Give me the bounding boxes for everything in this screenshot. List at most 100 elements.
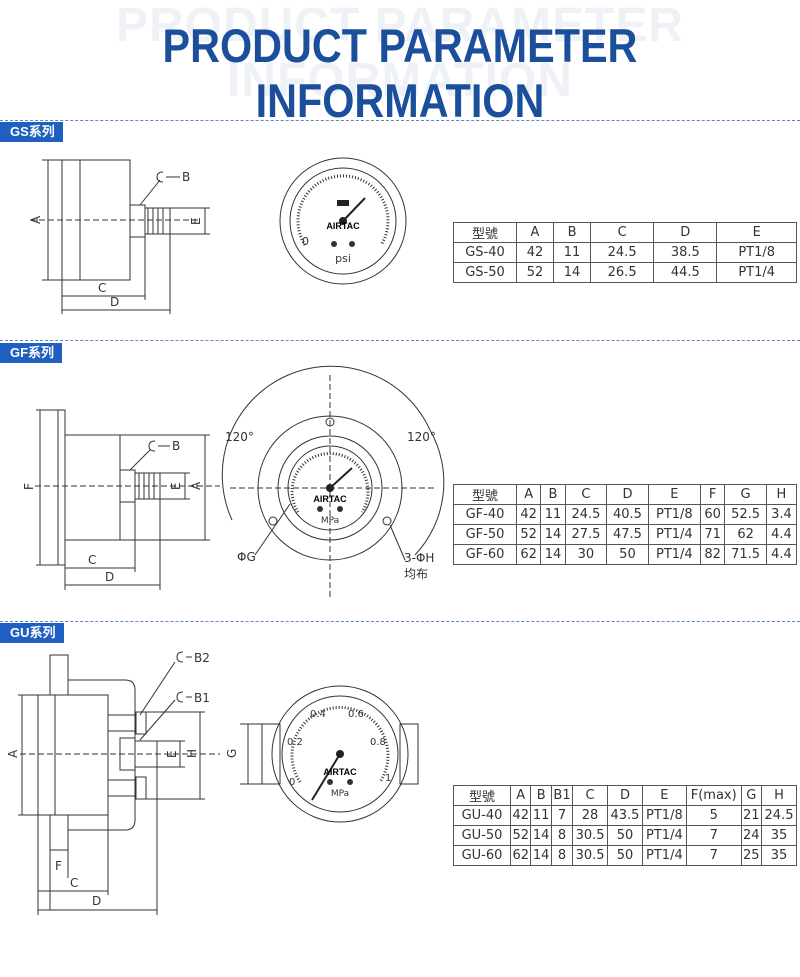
gu-side-view [18,651,220,915]
table-cell: PT1/8 [641,805,687,826]
gu-dim-c-label: C [70,876,78,890]
gu-scale-label: 0.8 [370,737,386,748]
table-row: GS-40 42 11 24.5 38.5 PT1/8 [453,242,797,263]
gf-angle-right-label: 120° [407,430,436,444]
table-cell: 50 [607,845,643,866]
table-cell: 7 [685,825,742,846]
table-cell: 30.5 [572,845,609,866]
gf-dim-g-label: ΦG [237,550,256,564]
table-header-cell: B1 [550,785,574,806]
gf-dim-c-label: C [88,553,96,567]
gs-spec-table: 型號 A B C D E GS-40 42 11 24.5 38.5 PT1/8… [453,222,797,283]
gf-dim-b-label: B [172,439,180,453]
table-header-cell: C [572,785,609,806]
table-cell: 62 [515,544,542,565]
gf-series-tag: GF系列 [0,343,63,363]
table-cell: 71 [699,524,726,545]
table-header-cell: A [509,785,532,806]
gu-dim-b1-label: B1 [194,691,210,705]
table-cell: 14 [530,825,552,846]
gf-spec-table: 型號 A B C D E F G H GF-40 42 11 24.5 40.5… [453,484,798,565]
gf-dim-f-label: F [22,483,36,490]
gf-gauge-brand: AIRTAC [313,494,347,504]
gu-dim-d-label: D [92,894,101,908]
gf-dim-h-label: 3-ΦH [404,551,434,565]
gu-gauge-brand: AIRTAC [323,767,357,777]
table-cell: 14 [540,524,566,545]
gf-dim-e-label: E [169,482,183,490]
gs-dim-b-label: B [182,170,190,184]
gf-dim-a-label: A [189,481,203,490]
gs-dim-d-label: D [110,295,119,309]
table-cell: 35 [761,845,797,866]
gu-scale-label: 0 [289,777,295,788]
table-row: GF-60 62 14 30 50 PT1/4 82 71.5 4.4 [453,544,798,565]
gu-dim-e-label: E [165,750,179,758]
gu-series-tag: GU系列 [0,623,64,643]
gf-even-label: 均布 [404,567,428,581]
table-header-cell: F(max) [685,785,742,806]
gu-gauge-unit: MPa [331,789,349,799]
gu-dim-h-label: H [185,749,199,758]
table-cell: 42 [509,805,532,826]
table-cell: 44.5 [653,262,718,283]
gf-gauge-unit: MPa [321,516,339,526]
table-cell: 8 [550,825,574,846]
table-cell: 8 [550,845,574,866]
gu-dim-g-label: G [225,749,239,758]
table-cell: 43.5 [607,805,643,826]
gu-dim-a-label: A [6,749,20,758]
section-divider [0,340,800,341]
table-header-cell: H [761,785,797,806]
table-cell: 14 [553,262,592,283]
table-cell: 62 [509,845,532,866]
table-cell: 24.5 [761,805,797,826]
table-row: GS-50 52 14 26.5 44.5 PT1/4 [453,262,797,283]
gf-dim-d-label: D [105,570,114,584]
page-title: PRODUCT PARAMETER INFORMATION [162,19,638,127]
table-cell: PT1/4 [641,825,687,846]
table-cell: GU-50 [453,825,511,846]
table-cell: 25 [740,845,763,866]
gu-scale-label: 0.4 [310,709,326,720]
table-cell: 4.4 [765,544,798,565]
table-cell: 14 [540,544,566,565]
gs-dim-c-label: C [98,281,106,295]
table-cell: PT1/4 [716,262,797,283]
table-cell: 50 [607,825,643,846]
gf-gauge-face: AIRTAC MPa [221,365,445,600]
gs-gauge-unit: psi [335,252,351,265]
table-cell: 27.5 [564,524,608,545]
gu-scale-label: 0.2 [287,737,303,748]
table-header-cell: B [530,785,552,806]
table-cell: 7 [550,805,574,826]
table-cell: GU-40 [453,805,511,826]
gs-side-view [30,159,210,314]
gs-dim-a-label: A [29,215,43,224]
table-cell: 35 [761,825,797,846]
section-divider [0,621,800,622]
table-cell: 50 [606,544,649,565]
table-header-cell: G [740,785,763,806]
table-cell: 60 [699,504,726,525]
table-row: GU-50 52 14 8 30.5 50 PT1/4 7 24 35 [453,825,797,846]
table-cell: 30 [564,544,608,565]
table-cell: 24 [740,825,763,846]
gu-scale-label: 0.6 [348,709,364,720]
table-cell: 11 [553,242,592,263]
table-header-cell: E [641,785,687,806]
table-row: GU-60 62 14 8 30.5 50 PT1/4 7 25 35 [453,845,797,866]
section-divider [0,120,800,121]
gu-spec-table: 型號 A B B1 C D E F(max) G H GU-40 42 11 7… [453,785,797,866]
table-cell: PT1/8 [716,242,797,263]
table-header-cell: D [607,785,643,806]
table-cell: PT1/4 [641,845,687,866]
table-cell: 14 [530,845,552,866]
table-cell: 5 [685,805,742,826]
gs-gauge-face: 0 AIRTAC psi [279,157,407,285]
table-cell: 11 [540,504,566,525]
gu-dim-b2-label: B2 [194,651,210,665]
